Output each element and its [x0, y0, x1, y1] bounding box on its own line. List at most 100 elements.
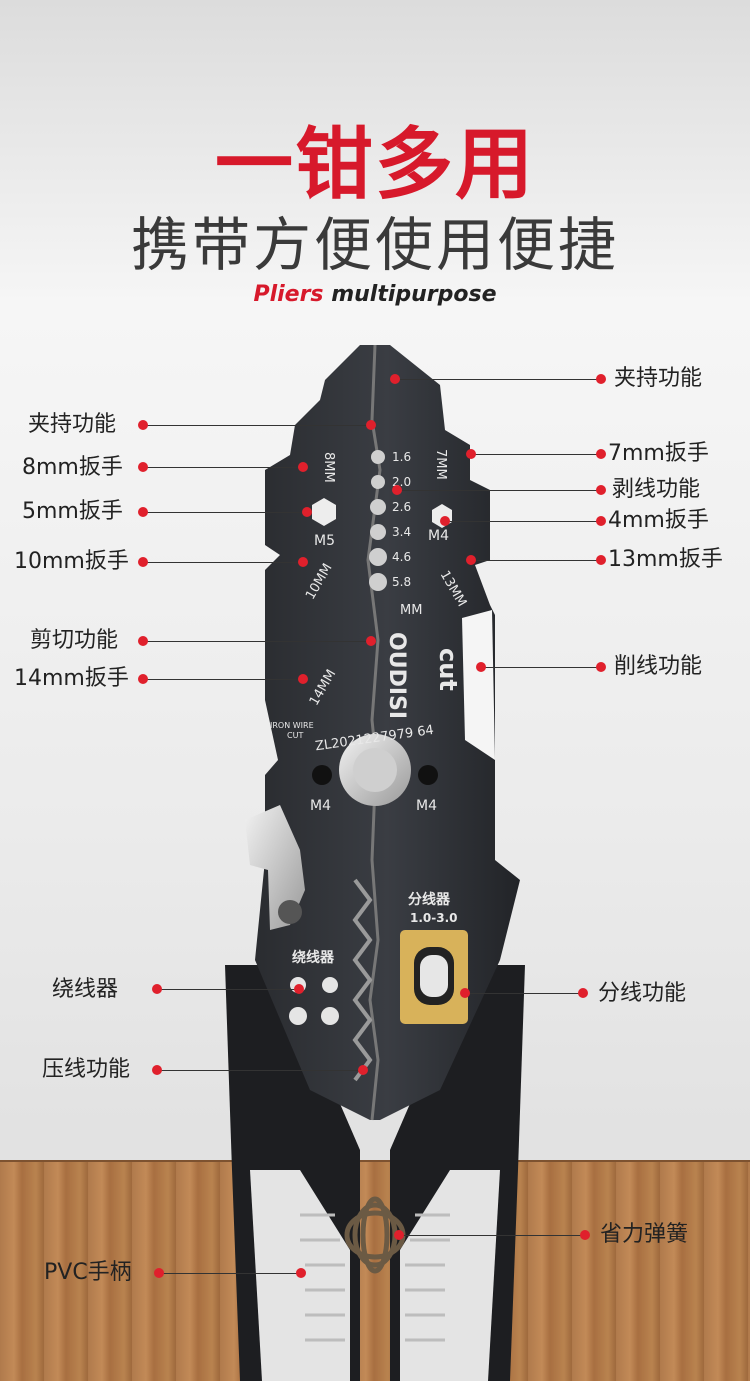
subtitle: 携带方便使用便捷	[130, 211, 619, 279]
lock-latch	[245, 805, 305, 930]
callout-dot	[466, 555, 476, 565]
callout-dot	[466, 449, 476, 459]
label-5mm: 5mm扳手	[22, 499, 123, 524]
mark-7mm: 7MM	[433, 449, 448, 480]
label-crimp: 压线功能	[42, 1057, 131, 1082]
cutter-blade	[462, 610, 495, 760]
callout-dot	[138, 507, 148, 517]
leader-line	[142, 679, 302, 680]
mark-splitter: 分线器	[408, 891, 451, 908]
callout-dot	[302, 507, 312, 517]
leader-line	[142, 641, 370, 642]
callout-dot	[366, 420, 376, 430]
label-clamp-left: 夹持功能	[28, 412, 117, 437]
callout-dot	[390, 374, 400, 384]
stripping-holes	[369, 450, 387, 591]
gauge-label: 2.6	[392, 500, 411, 514]
label-13mm: 13mm扳手	[608, 547, 723, 572]
gauge-label: 5.8	[392, 575, 411, 589]
gauge-label: 1.6	[392, 450, 411, 464]
callout-dot	[298, 674, 308, 684]
callout-dot	[294, 984, 304, 994]
label-clamp-right: 夹持功能	[614, 366, 703, 391]
callout-dot	[596, 374, 606, 384]
callout-dot	[152, 1065, 162, 1075]
leader-line	[158, 1273, 300, 1274]
leader-line	[480, 667, 600, 668]
callout-dot	[138, 674, 148, 684]
label-winder: 绕线器	[52, 977, 119, 1002]
mark-cut: cut	[434, 648, 462, 691]
label-spring: 省力弹簧	[600, 1222, 689, 1247]
leader-line	[398, 1235, 584, 1236]
mark-m5: M5	[314, 533, 335, 549]
callout-dot	[298, 462, 308, 472]
mark-m4-left: M4	[310, 798, 331, 814]
pivot-left-hole	[312, 765, 332, 785]
callout-dot	[138, 462, 148, 472]
callout-dot	[392, 485, 402, 495]
leader-line	[142, 467, 302, 468]
label-shaving: 削线功能	[614, 654, 703, 679]
mark-splitter-range: 1.0-3.0	[410, 911, 458, 925]
leader-line	[470, 560, 600, 561]
leader-line	[470, 454, 600, 455]
crimp-teeth	[352, 878, 373, 1082]
callout-dot	[596, 662, 606, 672]
label-stripping: 剥线功能	[612, 477, 701, 502]
callout-dot	[152, 984, 162, 994]
hex-5mm	[312, 498, 336, 526]
label-splitting: 分线功能	[598, 981, 687, 1006]
label-7mm: 7mm扳手	[608, 441, 709, 466]
tagline-rest: multipurpose	[331, 282, 497, 307]
label-14mm: 14mm扳手	[14, 666, 129, 691]
plier-body	[255, 345, 520, 1120]
tagline: Pliers multipurpose	[0, 282, 750, 307]
callout-dot	[596, 555, 606, 565]
callout-dot	[366, 636, 376, 646]
label-cutting: 剪切功能	[30, 628, 119, 653]
gauge-label: 4.6	[392, 550, 411, 564]
callout-dot	[476, 662, 486, 672]
mark-iron-cut: CUT	[287, 731, 303, 740]
leader-line	[464, 993, 582, 994]
main-title: 一钳多用	[214, 120, 535, 210]
leader-line	[142, 425, 370, 426]
callout-dot	[296, 1268, 306, 1278]
mark-brand: OUDISI	[384, 632, 409, 719]
leader-line	[396, 490, 600, 491]
callout-dot	[138, 557, 148, 567]
callout-dot	[460, 988, 470, 998]
callout-dot	[578, 988, 588, 998]
leader-line	[156, 989, 298, 990]
callout-dot	[138, 420, 148, 430]
callout-dot	[596, 485, 606, 495]
leader-line	[444, 521, 600, 522]
label-10mm: 10mm扳手	[14, 549, 129, 574]
mark-iron-wire: IRON WIRE	[270, 721, 314, 730]
grip-ribs	[300, 1213, 450, 1342]
callout-dot	[596, 516, 606, 526]
mark-m4-right: M4	[416, 798, 437, 814]
tagline-accent: Pliers	[253, 282, 324, 307]
label-8mm: 8mm扳手	[22, 455, 123, 480]
callout-dot	[596, 449, 606, 459]
mark-winder: 绕线器	[292, 949, 335, 966]
leader-line	[142, 512, 306, 513]
pivot-right-hole	[418, 765, 438, 785]
right-grip	[400, 1170, 500, 1381]
mark-8mm: 8MM	[321, 452, 336, 483]
gauge-labels: 1.6 2.0 2.6 3.4 4.6 5.8	[392, 450, 411, 589]
callout-dot	[154, 1268, 164, 1278]
leader-line	[142, 562, 302, 563]
leader-line	[156, 1070, 362, 1071]
label-pvc-handle: PVC手柄	[44, 1260, 132, 1285]
mark-mm: MM	[400, 603, 422, 618]
callout-dot	[394, 1230, 404, 1240]
leader-line	[394, 379, 602, 380]
label-4mm: 4mm扳手	[608, 508, 709, 533]
mark-m4-top: M4	[428, 528, 449, 544]
gauge-label: 3.4	[392, 525, 411, 539]
callout-dot	[298, 557, 308, 567]
callout-dot	[358, 1065, 368, 1075]
